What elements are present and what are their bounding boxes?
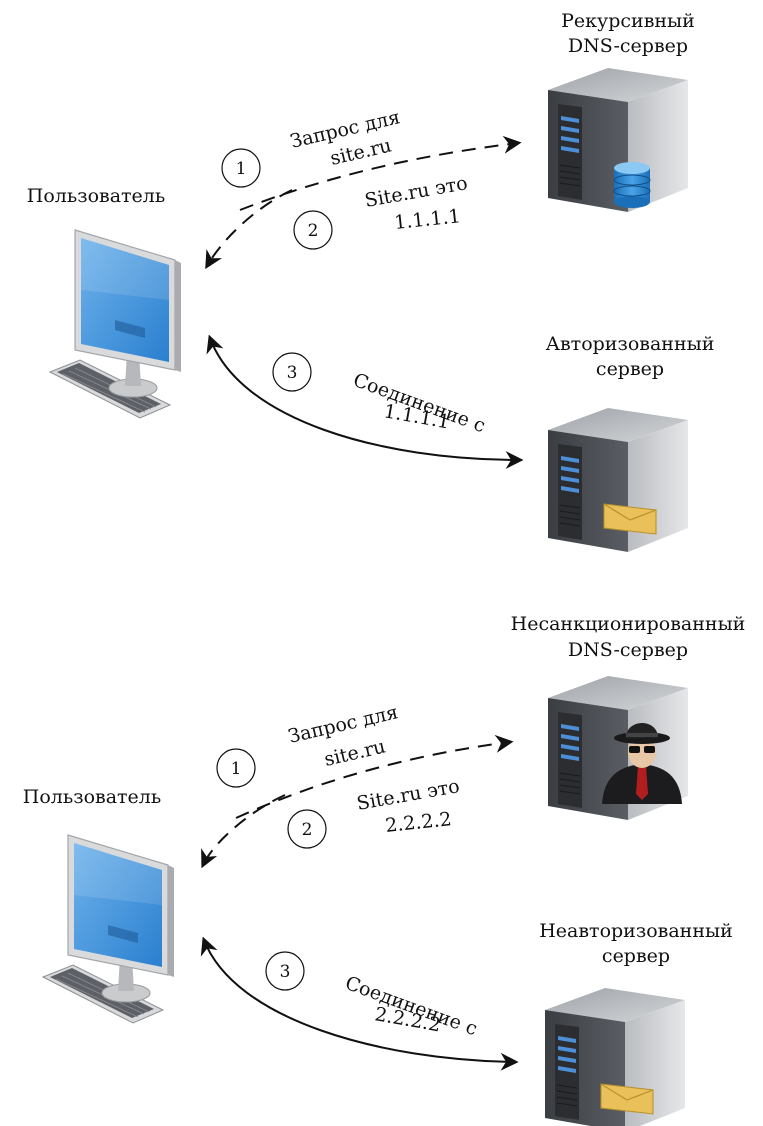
top-step2-number: 2	[308, 221, 319, 241]
top-step2-text-line2: 1.1.1.1	[393, 205, 461, 234]
top-step3-badge	[272, 352, 312, 392]
bottom-user-label: Пользователь	[23, 786, 161, 808]
top-authorized-server-label-line1: Авторизованный	[546, 333, 715, 355]
bottom-step3-badge	[265, 951, 305, 991]
top-step2-badge	[293, 210, 333, 250]
top-step3-number: 3	[287, 363, 298, 383]
desktop-computer-icon	[42, 834, 175, 1024]
bottom-step1-badge	[216, 748, 256, 788]
bottom-connection-arrow	[200, 936, 519, 1071]
top-step1-badge	[221, 148, 261, 188]
bottom-step1-text-line2: site.ru	[322, 735, 387, 770]
top-authorized-server-label-line2: сервер	[596, 358, 664, 380]
top-step1-number: 1	[236, 159, 247, 179]
bottom-unauthorized-server-label-line1: Неавторизованный	[539, 920, 733, 942]
desktop-computer-icon	[49, 229, 182, 419]
server-tower-icon	[547, 675, 689, 821]
server-tower-icon	[547, 67, 689, 213]
top-diagram: Пользователь Рекурсивный DNS-сервер Авто…	[27, 10, 715, 553]
bottom-rogue-dns-label-line1: Несанкционированный	[511, 613, 746, 635]
bottom-query-arrow	[235, 734, 514, 819]
top-query-arrow	[239, 135, 522, 211]
bottom-step2-badge	[287, 809, 327, 849]
bottom-step2-number: 2	[302, 820, 313, 840]
top-recursive-dns-label-line2: DNS-сервер	[568, 35, 688, 57]
server-tower-icon	[547, 407, 689, 553]
top-response-arrow	[205, 189, 293, 270]
bottom-step3-number: 3	[280, 962, 291, 982]
server-tower-icon	[544, 987, 686, 1126]
bottom-step1-number: 1	[231, 759, 242, 779]
bottom-step2-text-line2: 2.2.2.2	[384, 808, 452, 837]
top-connection-arrow	[206, 334, 524, 469]
bottom-rogue-dns-label-line2: DNS-сервер	[568, 639, 688, 661]
bottom-diagram: Пользователь Несанкционированный DNS-сер…	[23, 613, 746, 1126]
top-recursive-dns-label-line1: Рекурсивный	[561, 10, 695, 32]
bottom-response-arrow	[201, 794, 286, 869]
database-icon	[613, 161, 651, 209]
bottom-unauthorized-server-label-line2: сервер	[602, 945, 670, 967]
top-user-label: Пользователь	[27, 185, 165, 207]
